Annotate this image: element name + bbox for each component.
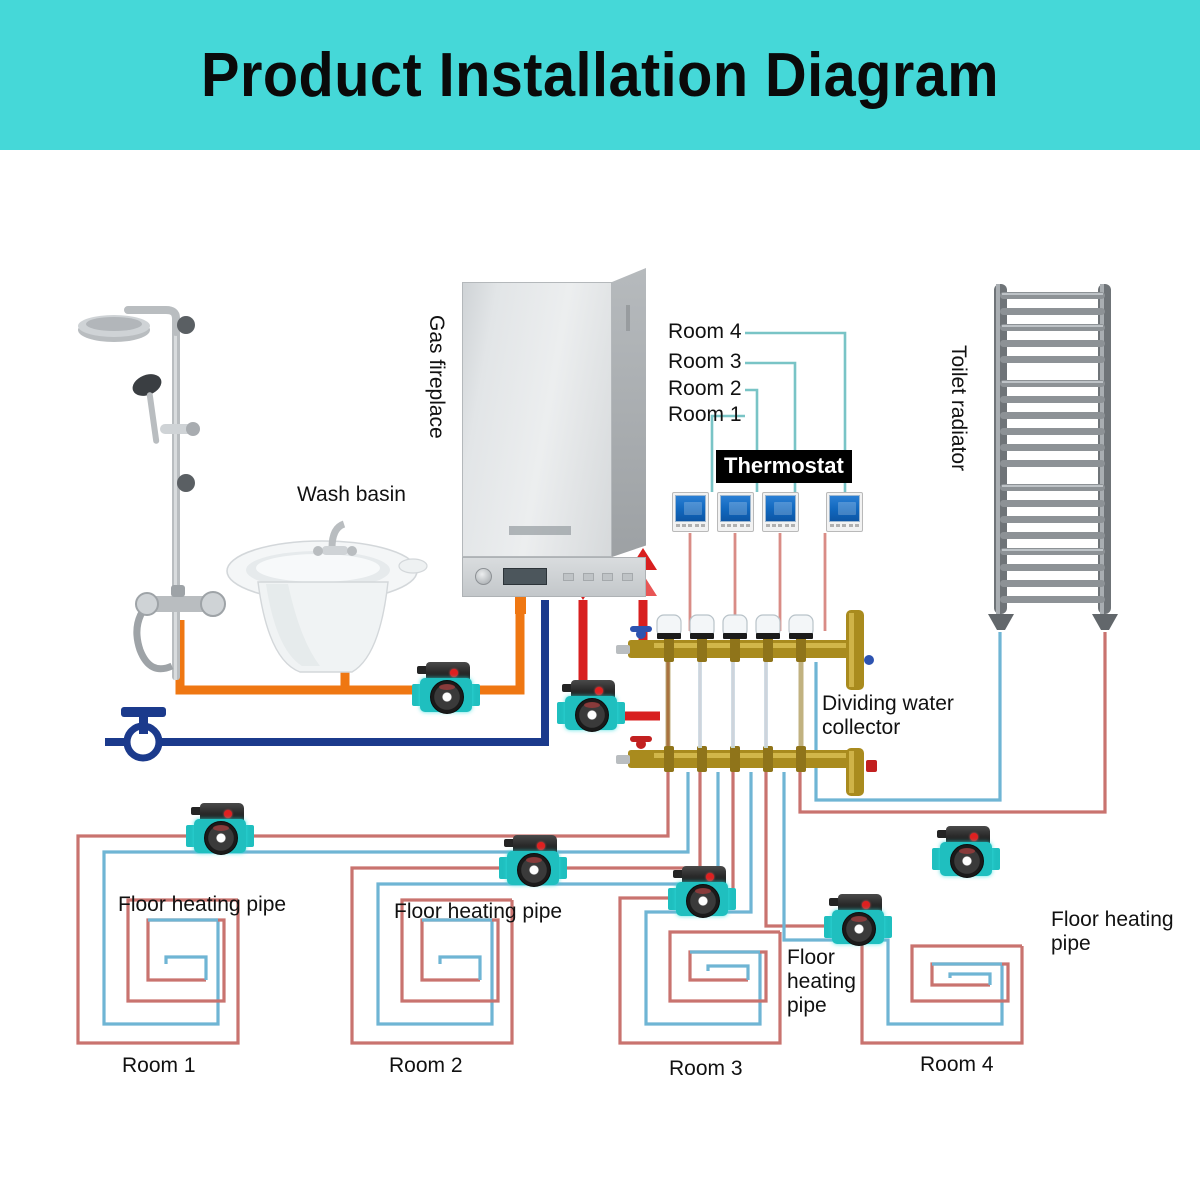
pump-room-3[interactable] <box>668 866 736 918</box>
pump-dial[interactable] <box>430 680 464 714</box>
title-banner: Product Installation Diagram <box>0 0 1200 150</box>
thermostat-screen <box>765 495 796 522</box>
cold-water-pipes <box>105 600 549 746</box>
fhp3-line-2: heating <box>787 970 856 994</box>
boiler-buttons[interactable] <box>563 573 633 581</box>
room-1-loop <box>76 834 240 1045</box>
pump-dial[interactable] <box>686 884 720 918</box>
shower-set <box>78 306 226 680</box>
dividing-water-collector-label: Dividing water collector <box>822 692 954 740</box>
manifold-drain-lower <box>846 748 877 796</box>
thermostat-channel-label-room1: Room 1 <box>668 403 742 426</box>
boiler-knob[interactable] <box>475 568 492 585</box>
manifold-inlet-valve-supply <box>616 626 654 658</box>
thermostat-keys[interactable] <box>829 524 860 527</box>
fhp3-line-1: Floor <box>787 946 835 969</box>
room-caption-3: Room 3 <box>669 1057 743 1080</box>
fhpr-line-2: pipe <box>1051 932 1091 956</box>
thermostat-room-3[interactable] <box>762 492 799 532</box>
pump-dial[interactable] <box>575 698 609 732</box>
fhpr-line-1: Floor heating <box>1051 908 1174 931</box>
fhp3-line-3: pipe <box>787 994 827 1018</box>
room-2-loop <box>350 866 527 1045</box>
boiler-display <box>503 568 547 585</box>
boiler-control-panel[interactable] <box>462 557 646 597</box>
manifold-inlet-valve-return <box>616 736 654 768</box>
room-caption-1: Room 1 <box>122 1054 196 1077</box>
pump-dial[interactable] <box>950 844 984 878</box>
thermostat-room-1[interactable] <box>672 492 709 532</box>
dividing-water-collector-line-2: collector <box>822 716 901 740</box>
toilet-radiator <box>988 284 1118 630</box>
manifold-air-vent-upper <box>846 610 874 690</box>
pump-terminal-box <box>562 684 574 692</box>
thermostat-screen <box>829 495 860 522</box>
pump-terminal-box <box>504 839 516 847</box>
thermostat-keys[interactable] <box>765 524 796 527</box>
manifold-actuator-heads <box>656 614 814 639</box>
pump-terminal-box <box>829 898 841 906</box>
pump-hot-water-recirculation[interactable] <box>412 662 480 714</box>
page-title: Product Installation Diagram <box>201 40 999 110</box>
cold-water-stop-valve <box>121 707 166 762</box>
room-caption-2: Room 2 <box>389 1054 463 1077</box>
pump-room-4[interactable] <box>824 894 892 946</box>
pump-terminal-box <box>673 870 685 878</box>
pump-terminal-box <box>417 666 429 674</box>
floor-heating-pipe-label-right: Floor heating pipe <box>1051 908 1174 956</box>
thermostat-label: Thermostat <box>716 450 852 483</box>
pump-heating-primary[interactable] <box>557 680 625 732</box>
thermostat-room-2[interactable] <box>717 492 754 532</box>
room-3-loop <box>618 896 782 1045</box>
pump-terminal-box <box>191 807 203 815</box>
thermostat-channel-label-room2: Room 2 <box>668 377 742 400</box>
pump-dial[interactable] <box>517 853 551 887</box>
boiler-brand-mark <box>509 526 571 535</box>
thermostat-screen <box>675 495 706 522</box>
pump-terminal-box <box>937 830 949 838</box>
boiler-front-panel <box>462 282 630 557</box>
pump-dial[interactable] <box>842 912 876 946</box>
room-caption-4: Room 4 <box>920 1053 994 1076</box>
thermostat-channel-label-room4: Room 4 <box>668 320 742 343</box>
thermostat-keys[interactable] <box>675 524 706 527</box>
pump-dial[interactable] <box>204 821 238 855</box>
floor-heating-pipe-label-room-2: Floor heating pipe <box>394 900 563 923</box>
wash-basin <box>226 520 428 673</box>
thermostat-screen <box>720 495 751 522</box>
boiler-vent-icon <box>626 305 630 331</box>
thermostat-keys[interactable] <box>720 524 751 527</box>
floor-heating-pipe-label-room-3: Floor heating pipe <box>787 946 856 1018</box>
thermostat-room-4[interactable] <box>826 492 863 532</box>
pump-room-1[interactable] <box>186 803 254 855</box>
dividing-water-collector[interactable] <box>616 610 877 796</box>
wash-basin-label: Wash basin <box>297 483 406 506</box>
thermostat-channel-label-room3: Room 3 <box>668 350 742 373</box>
floor-heating-pipe-label-room-1: Floor heating pipe <box>118 893 287 916</box>
dividing-water-collector-line-1: Dividing water <box>822 692 954 715</box>
pump-toilet-radiator[interactable] <box>932 826 1000 878</box>
pump-room-2[interactable] <box>499 835 567 887</box>
